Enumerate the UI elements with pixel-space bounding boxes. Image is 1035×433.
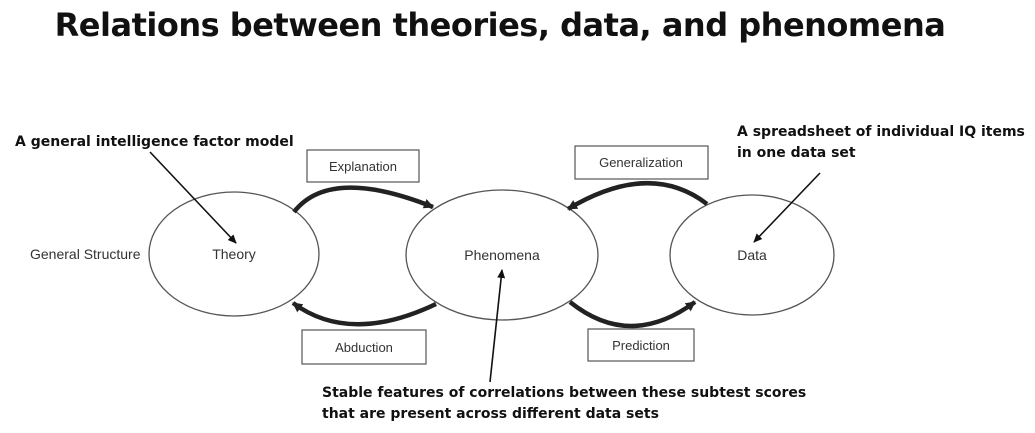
phenomena-annotation-line1: Stable features of correlations between … — [322, 385, 807, 401]
data-pointer-arrow — [753, 172, 821, 243]
abduction-box — [301, 329, 427, 365]
abduction-label: Abduction — [335, 340, 393, 355]
theory-pointer-arrow — [149, 151, 237, 244]
prediction-arrow — [568, 300, 697, 329]
data-annotation-line2: in one data set — [737, 145, 856, 161]
explanation-label: Explanation — [329, 159, 397, 174]
explanation-arrow — [292, 185, 434, 214]
data-node — [669, 194, 835, 316]
slide-title: Relations between theories, data, and ph… — [54, 6, 946, 44]
phenomena-pointer-arrow — [489, 269, 506, 383]
prediction-box — [587, 328, 695, 362]
data-label: Data — [737, 247, 767, 263]
prediction-label: Prediction — [612, 338, 670, 353]
explanation-box — [306, 149, 420, 183]
generalization-arrow — [566, 180, 709, 211]
data-annotation-line1: A spreadsheet of individual IQ items — [737, 124, 1025, 140]
generalization-label: Generalization — [599, 155, 683, 170]
abduction-arrow — [291, 301, 437, 327]
phenomena-node — [405, 189, 599, 321]
general-structure-label: General Structure — [30, 246, 141, 262]
generalization-box — [574, 145, 709, 180]
phenomena-label: Phenomena — [464, 247, 540, 263]
theory-node — [148, 191, 320, 317]
theory-annotation: A general intelligence factor model — [15, 134, 294, 150]
phenomena-annotation-line2: that are present across different data s… — [322, 406, 659, 422]
theory-label: Theory — [212, 246, 256, 262]
